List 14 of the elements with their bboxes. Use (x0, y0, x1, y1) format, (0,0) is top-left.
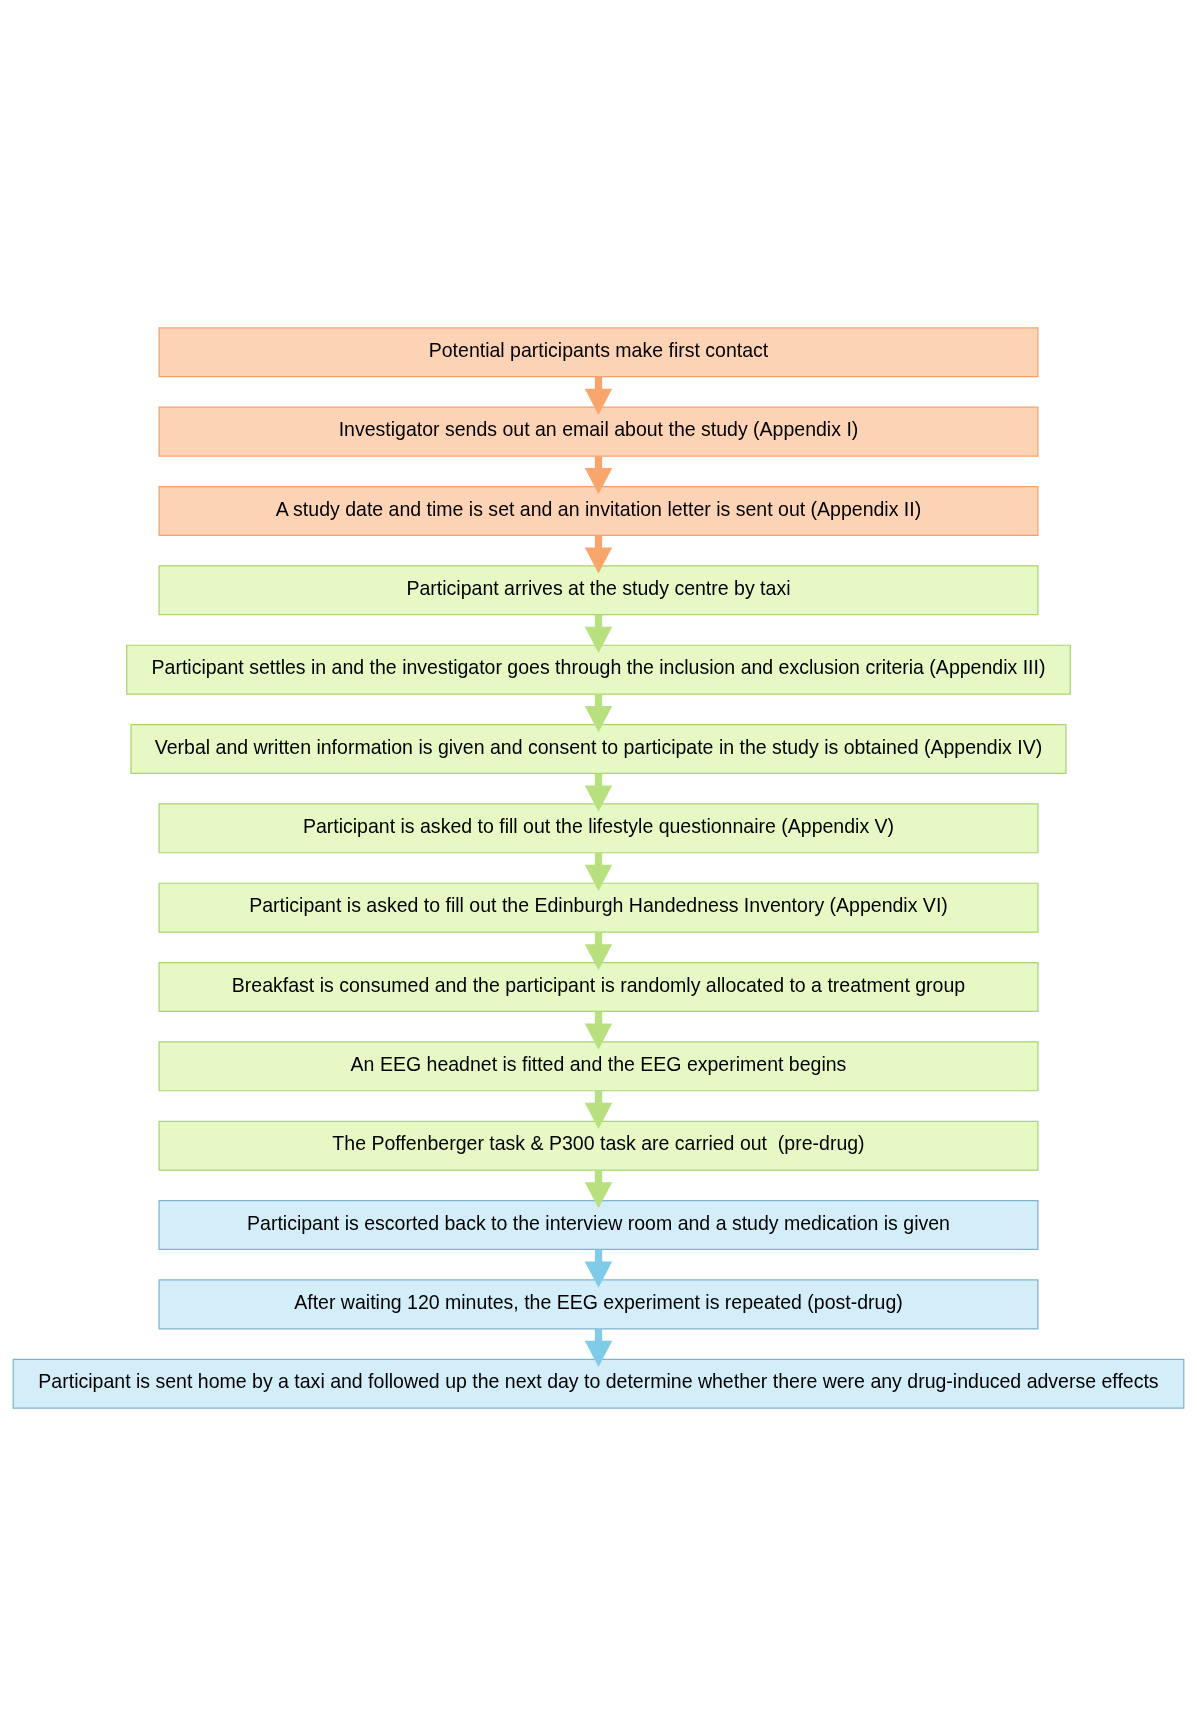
node-box: Potential participants make first contact (158, 327, 1039, 378)
node-box: A study date and time is set and an invitation letter is sent out (Appendix II) (158, 485, 1039, 536)
node-box: Participant is escorted back to the interview room and a study medication is given (158, 1200, 1039, 1251)
node-box: Participant arrives at the study centre by taxi (158, 565, 1039, 616)
node-box: After waiting 120 minutes, the EEG experiment is repeated (post-drug) (158, 1279, 1039, 1330)
node-box: Verbal and written information is given and consent to participate in the study is obtained (Appendix IV) (130, 723, 1067, 774)
node-box: Participant is sent home by a taxi and followed up the next day to determine whether there were any drug-induced adverse effects (12, 1358, 1185, 1409)
node-box: Investigator sends out an email about the study (Appendix I) (158, 406, 1039, 457)
node-box: The Poffenberger task & P300 task are carried out (pre-drug) (158, 1120, 1039, 1171)
node-box: Participant is asked to fill out the Edinburgh Handedness Inventory (Appendix VI) (158, 882, 1039, 933)
node-box: An EEG headnet is fitted and the EEG experiment begins (158, 1041, 1039, 1092)
node-box: Participant is asked to fill out the lifestyle questionnaire (Appendix V) (158, 803, 1039, 854)
node-box: Breakfast is consumed and the participant is randomly allocated to a treatment group (158, 962, 1039, 1013)
node-box: Participant settles in and the investigator goes through the inclusion and exclusion criteria (Appendix III) (126, 644, 1071, 695)
